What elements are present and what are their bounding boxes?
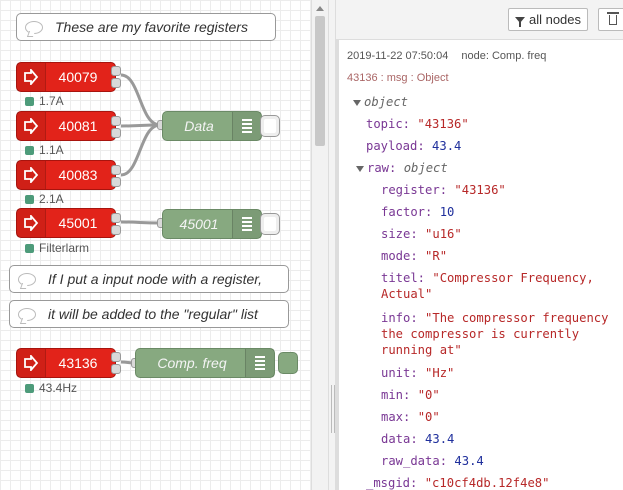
debug-node-comp-freq[interactable]: Comp. freq: [135, 348, 275, 378]
node-label: Data: [184, 118, 214, 134]
message-timestamp: 2019-11-22 07:50:04: [347, 50, 449, 62]
tree-row-payload: payload: 43.4: [366, 139, 462, 153]
arrow-in-icon: [17, 349, 46, 377]
filter-nodes-button[interactable]: all nodes: [508, 8, 588, 31]
debug-toggle-data[interactable]: [260, 115, 280, 137]
tree-row-unit: unit: "Hz": [381, 366, 455, 380]
node-label: Comp. freq: [157, 355, 227, 371]
node-status: 1.7A: [25, 94, 64, 108]
output-port[interactable]: [111, 165, 121, 175]
debug-node-45001[interactable]: 45001: [162, 209, 262, 239]
arrow-in-icon: [17, 209, 46, 237]
tree-row-topic: topic: "43136": [366, 117, 469, 131]
node-label: 43136: [58, 355, 98, 371]
tree-row-data: data: 43.4: [381, 432, 455, 446]
caret-down-icon[interactable]: [353, 99, 361, 106]
comment-icon: [18, 307, 36, 321]
output-port[interactable]: [111, 78, 121, 88]
status-text: 1.1A: [39, 143, 64, 157]
tree-row-min: min: "0": [381, 388, 440, 402]
filter-icon: [514, 16, 525, 27]
debug-toolbar: all nodes: [336, 0, 623, 40]
debug-list-icon: [232, 112, 261, 140]
output-port[interactable]: [111, 213, 121, 223]
node-label: 45001: [179, 216, 219, 232]
output-port[interactable]: [111, 364, 121, 374]
comment-node-input-hint[interactable]: If I put a input node with a register,: [9, 265, 289, 293]
scroll-up-icon[interactable]: [316, 6, 324, 11]
status-dot: [25, 145, 34, 155]
status-text: 2.1A: [39, 192, 64, 206]
node-label: 45001: [58, 215, 98, 231]
input-node-40083[interactable]: 40083: [16, 160, 116, 190]
debug-list-icon: [245, 349, 274, 377]
node-label: 40083: [58, 167, 98, 183]
node-status: 43.4Hz: [25, 381, 77, 395]
debug-sidebar: all nodes 2019-11-22 07:50:04 node: Comp…: [336, 0, 623, 490]
comment-text: it will be added to the "regular" list: [48, 306, 258, 322]
trash-icon: [607, 12, 619, 25]
input-node-40081[interactable]: 40081: [16, 111, 116, 141]
node-status: 2.1A: [25, 192, 64, 206]
scrollbar-thumb[interactable]: [315, 16, 325, 146]
node-label: 40081: [58, 118, 98, 134]
clear-messages-button[interactable]: [598, 8, 623, 31]
wires: [120, 73, 161, 365]
tree-row-size: size: "u16": [381, 227, 462, 241]
flow-workspace[interactable]: These are my favorite registers 40079 1.…: [0, 0, 311, 490]
comment-node-favorites[interactable]: These are my favorite registers: [16, 13, 276, 41]
output-port[interactable]: [111, 66, 121, 76]
comment-node-regular-list[interactable]: it will be added to the "regular" list: [9, 300, 289, 328]
debug-message: 2019-11-22 07:50:04 node: Comp. freq 431…: [336, 40, 623, 490]
comment-icon: [18, 272, 36, 286]
message-tree: object topic: "43136" payload: 43.4 raw:…: [339, 91, 623, 490]
comment-icon: [25, 20, 43, 34]
input-node-40079[interactable]: 40079: [16, 62, 116, 92]
tree-row-mode: mode: "R": [381, 249, 448, 263]
tree-row-info: info: "The compressor frequency the comp…: [381, 311, 609, 357]
input-node-43136[interactable]: 43136: [16, 348, 116, 378]
tree-row-raw-data: raw_data: 43.4: [381, 454, 484, 468]
arrow-in-icon: [17, 63, 46, 91]
caret-down-icon[interactable]: [356, 165, 364, 172]
status-dot: [25, 96, 34, 106]
tree-row-register: register: "43136": [381, 183, 506, 197]
arrow-in-icon: [17, 161, 46, 189]
node-status: 1.1A: [25, 143, 64, 157]
debug-toggle-comp-freq[interactable]: [278, 352, 298, 374]
tree-row-titel: titel: "Compressor Frequency, Actual": [381, 271, 594, 301]
tree-row-factor: factor: 10: [381, 205, 455, 219]
output-port[interactable]: [111, 116, 121, 126]
debug-node-data[interactable]: Data: [162, 111, 262, 141]
message-topic: 43136 : msg : Object: [347, 72, 449, 84]
message-node[interactable]: node: Comp. freq: [461, 50, 547, 62]
output-port[interactable]: [111, 352, 121, 362]
tree-root[interactable]: object: [339, 91, 623, 113]
splitter-grip[interactable]: [331, 385, 335, 433]
output-port[interactable]: [111, 177, 121, 187]
status-dot: [25, 383, 34, 393]
status-dot: [25, 243, 34, 253]
tree-row-raw[interactable]: raw: object: [339, 157, 623, 179]
filter-label: all nodes: [528, 12, 582, 27]
tree-row-max: max: "0": [381, 410, 440, 424]
debug-list-icon: [232, 210, 261, 238]
workspace-scrollbar[interactable]: [311, 0, 328, 490]
status-text: 1.7A: [39, 94, 64, 108]
node-label: 40079: [58, 69, 98, 85]
status-text: 43.4Hz: [39, 381, 78, 395]
arrow-in-icon: [17, 112, 46, 140]
status-text: Filterlarm: [39, 241, 89, 255]
node-status: Filterlarm: [25, 241, 89, 255]
comment-text: If I put a input node with a register,: [48, 271, 263, 287]
output-port[interactable]: [111, 225, 121, 235]
output-port[interactable]: [111, 128, 121, 138]
status-dot: [25, 194, 34, 204]
message-header: 2019-11-22 07:50:04 node: Comp. freq: [339, 46, 623, 63]
debug-toggle-45001[interactable]: [260, 213, 280, 235]
input-node-45001[interactable]: 45001: [16, 208, 116, 238]
sidebar-splitter[interactable]: [328, 0, 336, 490]
tree-row-msgid: _msgid: "c10cf4db.12f4e8": [366, 476, 550, 490]
comment-text: These are my favorite registers: [55, 19, 248, 35]
